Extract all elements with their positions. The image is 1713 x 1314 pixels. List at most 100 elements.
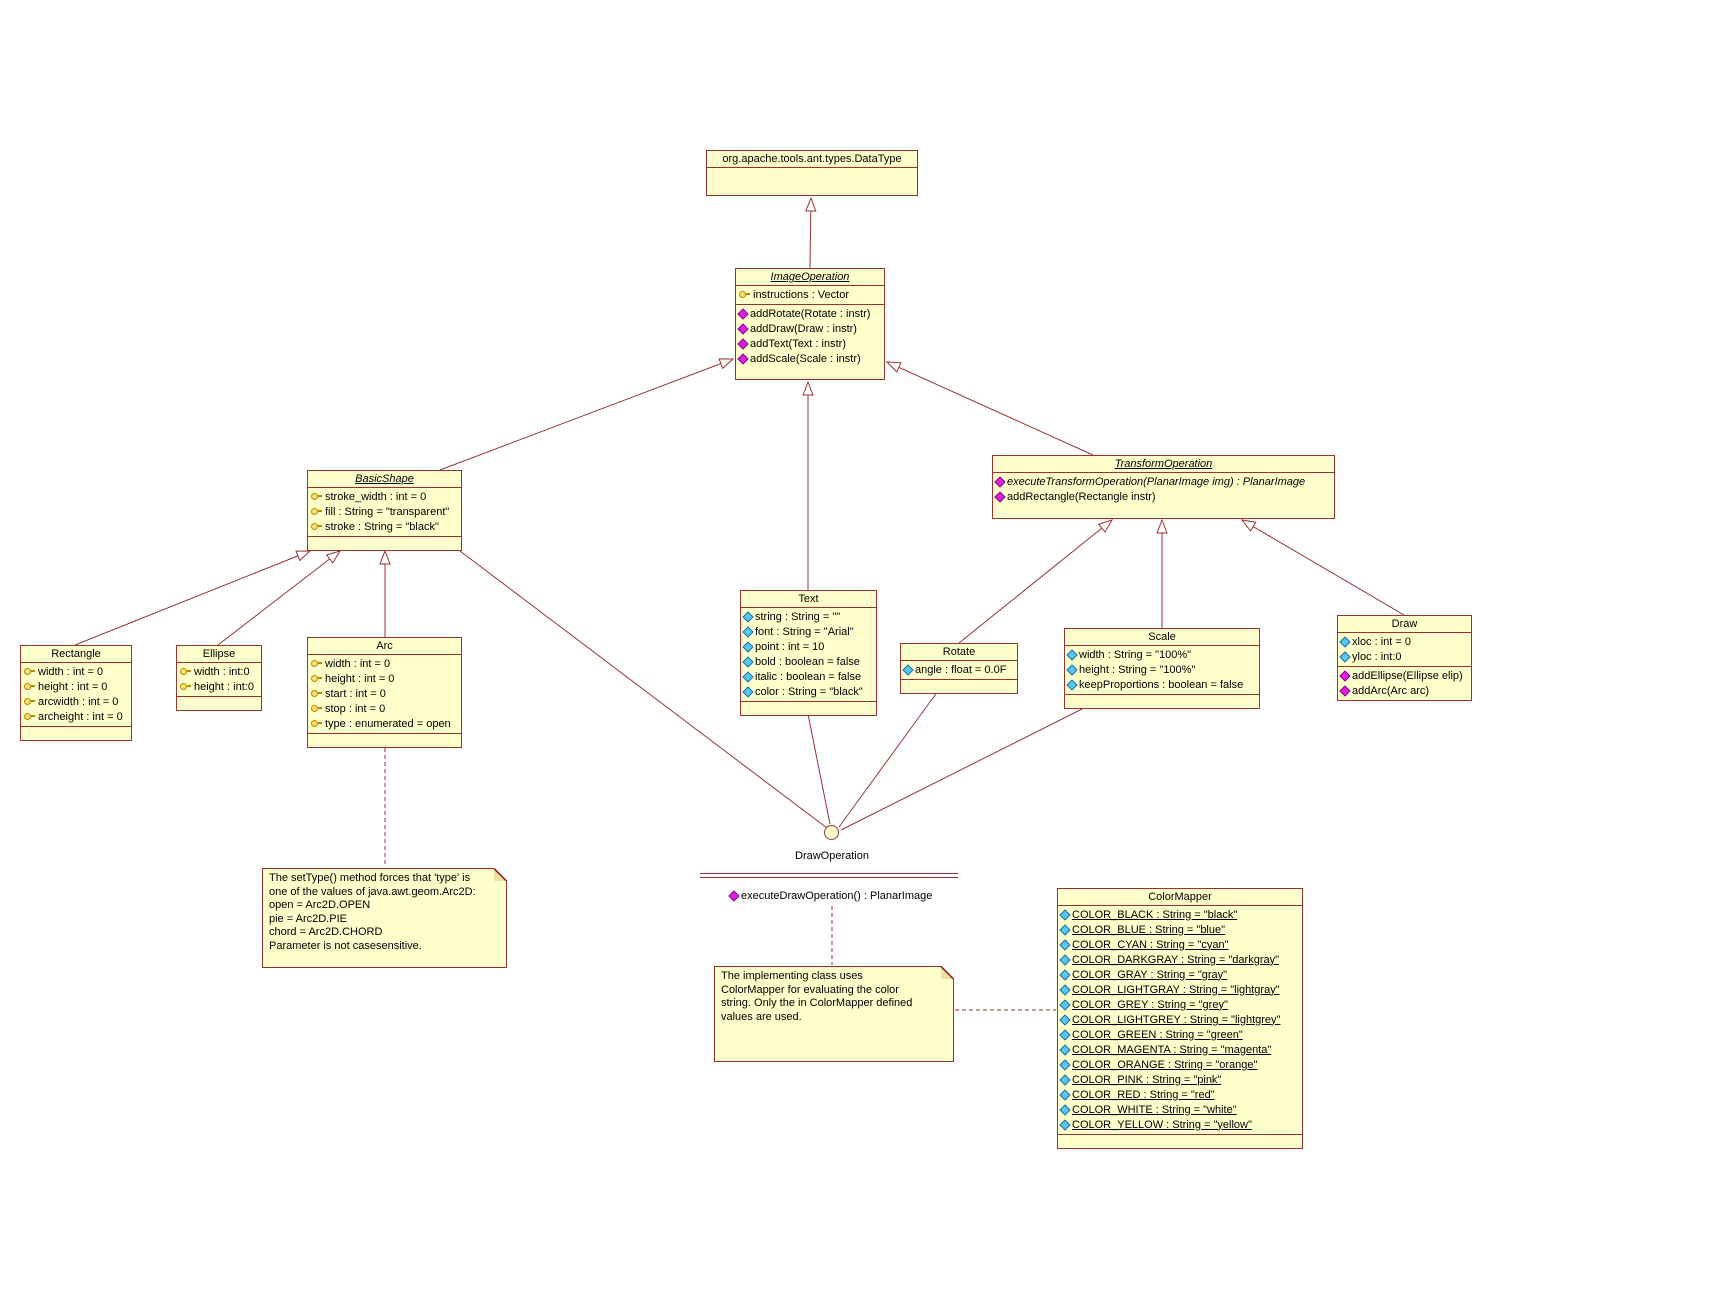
- operation-text: addDraw(Draw : instr): [750, 322, 857, 335]
- empty-compartment: [1065, 694, 1259, 708]
- attribute-text: height : int = 0: [325, 672, 395, 685]
- static-attribute-icon: [1059, 908, 1071, 921]
- static-attribute-icon: [1059, 1043, 1071, 1056]
- attribute-text: height : int:0: [194, 680, 254, 693]
- attribute-text: yloc : int:0: [1352, 650, 1402, 663]
- protected-attribute-icon: [739, 289, 750, 300]
- attribute-text: point : int = 10: [755, 640, 825, 653]
- attributes-compartment: width : int:0 height : int:0: [177, 662, 261, 696]
- static-attribute-icon: [1059, 1058, 1071, 1071]
- class-transformoperation[interactable]: TransformOperation executeTransformOpera…: [992, 455, 1335, 519]
- attribute-row: angle : float = 0.0F: [901, 662, 1017, 677]
- operation-row: addArc(Arc arc): [1338, 683, 1471, 698]
- class-draw[interactable]: Draw xloc : int = 0 yloc : int:0 addElli…: [1337, 615, 1472, 701]
- operation-icon: [737, 337, 749, 350]
- attribute-icon: [1066, 663, 1078, 676]
- attribute-row: keepProportions : boolean = false: [1065, 677, 1259, 692]
- class-basicshape[interactable]: BasicShape stroke_width : int = 0 fill :…: [307, 470, 462, 551]
- operation-icon: [1339, 669, 1351, 682]
- static-attribute-icon: [1059, 1013, 1071, 1026]
- class-ellipse[interactable]: Ellipse width : int:0 height : int:0: [176, 645, 262, 711]
- class-name: Rotate: [942, 646, 976, 658]
- note-colormapper-usage[interactable]: The implementing class uses ColorMapper …: [714, 966, 954, 1062]
- empty-compartment: [21, 726, 131, 740]
- attribute-text: width : int = 0: [325, 657, 391, 670]
- attribute-text: height : int = 0: [38, 680, 108, 693]
- attribute-text: COLOR_BLACK : String = "black": [1072, 908, 1238, 921]
- attribute-row: COLOR_BLUE : String = "blue": [1058, 922, 1302, 937]
- protected-attribute-icon: [180, 681, 191, 692]
- operation-row: executeDrawOperation() : PlanarImage: [727, 888, 935, 903]
- note-arc-settype[interactable]: The setType() method forces that 'type' …: [262, 868, 507, 968]
- attribute-row: stroke : String = "black": [308, 519, 461, 534]
- attribute-text: bold : boolean = false: [755, 655, 860, 668]
- interface-name: DrawOperation: [795, 850, 869, 862]
- attribute-row: width : int = 0: [21, 664, 131, 679]
- operation-row: addEllipse(Ellipse elip): [1338, 668, 1471, 683]
- class-colormapper[interactable]: ColorMapper COLOR_BLACK : String = "blac…: [1057, 888, 1303, 1149]
- class-scale[interactable]: Scale width : String = "100%" height : S…: [1064, 628, 1260, 709]
- class-rectangle[interactable]: Rectangle width : int = 0 height : int =…: [20, 645, 132, 741]
- protected-attribute-icon: [24, 711, 35, 722]
- operation-row: addRectangle(Rectangle instr): [993, 489, 1334, 504]
- attribute-row: arcwidth : int = 0: [21, 694, 131, 709]
- static-attribute-icon: [1059, 983, 1071, 996]
- attribute-text: string : String = "": [755, 610, 841, 623]
- generalization-transformoperation-to-imageoperation: [885, 361, 1094, 456]
- operation-icon: [994, 490, 1006, 503]
- operation-text: addRectangle(Rectangle instr): [1007, 490, 1156, 503]
- attribute-row: COLOR_GREY : String = "grey": [1058, 997, 1302, 1012]
- empty-compartment: [177, 696, 261, 710]
- attribute-icon: [742, 610, 754, 623]
- attribute-row: COLOR_GREEN : String = "green": [1058, 1027, 1302, 1042]
- attribute-icon: [1066, 648, 1078, 661]
- empty-compartment: [308, 536, 461, 550]
- attribute-text: height : String = "100%": [1079, 663, 1196, 676]
- attribute-row: COLOR_ORANGE : String = "orange": [1058, 1057, 1302, 1072]
- static-attribute-icon: [1059, 998, 1071, 1011]
- generalization-ellipse-to-basicshape: [217, 550, 342, 646]
- static-attribute-icon: [1059, 1103, 1071, 1116]
- class-imageoperation[interactable]: ImageOperation instructions : Vector add…: [735, 268, 885, 380]
- attribute-row: type : enumerated = open: [308, 716, 461, 731]
- static-attribute-icon: [1059, 923, 1071, 936]
- class-datatype[interactable]: org.apache.tools.ant.types.DataType: [706, 150, 918, 196]
- attribute-text: stroke_width : int = 0: [325, 490, 427, 503]
- static-attribute-icon: [1059, 953, 1071, 966]
- attribute-row: COLOR_MAGENTA : String = "magenta": [1058, 1042, 1302, 1057]
- operation-text: addRotate(Rotate : instr): [750, 307, 871, 320]
- attribute-text: COLOR_PINK : String = "pink": [1072, 1073, 1222, 1086]
- class-name: Text: [798, 593, 819, 605]
- attribute-row: italic : boolean = false: [741, 669, 876, 684]
- attribute-icon: [742, 685, 754, 698]
- attribute-text: instructions : Vector: [753, 288, 849, 301]
- attribute-row: COLOR_WHITE : String = "white": [1058, 1102, 1302, 1117]
- class-arc[interactable]: Arc width : int = 0 height : int = 0 sta…: [307, 637, 462, 748]
- attributes-compartment: width : String = "100%" height : String …: [1065, 645, 1259, 694]
- attribute-text: fill : String = "transparent": [325, 505, 450, 518]
- class-name: Ellipse: [202, 648, 236, 660]
- attributes-compartment: angle : float = 0.0F: [901, 660, 1017, 679]
- class-rotate[interactable]: Rotate angle : float = 0.0F: [900, 643, 1018, 694]
- protected-attribute-icon: [311, 658, 322, 669]
- protected-attribute-icon: [24, 666, 35, 677]
- empty-compartment: [1058, 1134, 1302, 1148]
- attribute-row: COLOR_GRAY : String = "gray": [1058, 967, 1302, 982]
- generalization-basicshape-to-imageoperation: [439, 358, 735, 471]
- empty-compartment: [707, 167, 917, 192]
- protected-attribute-icon: [311, 703, 322, 714]
- operation-icon: [737, 307, 749, 320]
- attribute-icon: [1066, 678, 1078, 691]
- attribute-text: COLOR_DARKGRAY : String = "darkgray": [1072, 953, 1280, 966]
- protected-attribute-icon: [180, 666, 191, 677]
- operation-icon: [737, 322, 749, 335]
- attribute-text: angle : float = 0.0F: [915, 663, 1007, 676]
- attribute-text: COLOR_CYAN : String = "cyan": [1072, 938, 1229, 951]
- attribute-row: width : String = "100%": [1065, 647, 1259, 662]
- operation-text: executeDrawOperation() : PlanarImage: [741, 889, 933, 902]
- class-text[interactable]: Text string : String = "" font : String …: [740, 590, 877, 716]
- empty-compartment: [308, 733, 461, 747]
- interface-drawoperation-circle[interactable]: [824, 825, 839, 840]
